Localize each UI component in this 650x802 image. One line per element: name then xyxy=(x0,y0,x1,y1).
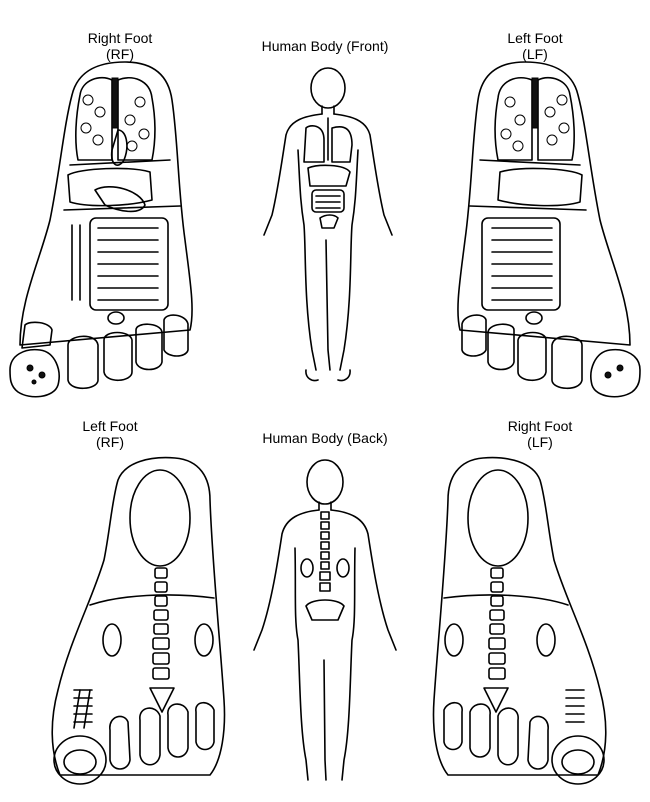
label-bottom-body-back: Human Body (Back) xyxy=(240,430,410,446)
label-bottom-left-foot: Left Foot (RF) xyxy=(25,418,195,450)
foot-map-top-left xyxy=(9,61,193,398)
body-front xyxy=(263,67,393,382)
label-line2: (LF) xyxy=(527,434,553,450)
label-bottom-right-foot: Right Foot (LF) xyxy=(455,418,625,450)
lung-texture xyxy=(500,94,570,152)
label-top-right-foot: Left Foot (LF) xyxy=(450,30,620,62)
body-back xyxy=(253,459,397,781)
label-line2: (RF) xyxy=(96,434,124,450)
label-line1: Human Body (Front) xyxy=(261,38,389,54)
label-line1: Right Foot xyxy=(87,30,153,46)
label-line1: Right Foot xyxy=(507,418,573,434)
label-line2: (LF) xyxy=(522,46,548,62)
spine-column xyxy=(319,511,331,592)
foot-spine-bottom-left xyxy=(51,456,226,785)
foot-spine-bottom-right xyxy=(432,456,607,785)
label-top-body-front: Human Body (Front) xyxy=(240,38,410,54)
label-line1: Left Foot xyxy=(507,30,563,46)
label-line2: (RF) xyxy=(106,46,134,62)
label-line1: Left Foot xyxy=(82,418,138,434)
label-line1: Human Body (Back) xyxy=(262,430,388,446)
foot-map-top-right xyxy=(457,61,641,398)
spine-column xyxy=(483,567,509,713)
spine-column xyxy=(149,567,175,713)
label-top-left-foot: Right Foot (RF) xyxy=(35,30,205,62)
